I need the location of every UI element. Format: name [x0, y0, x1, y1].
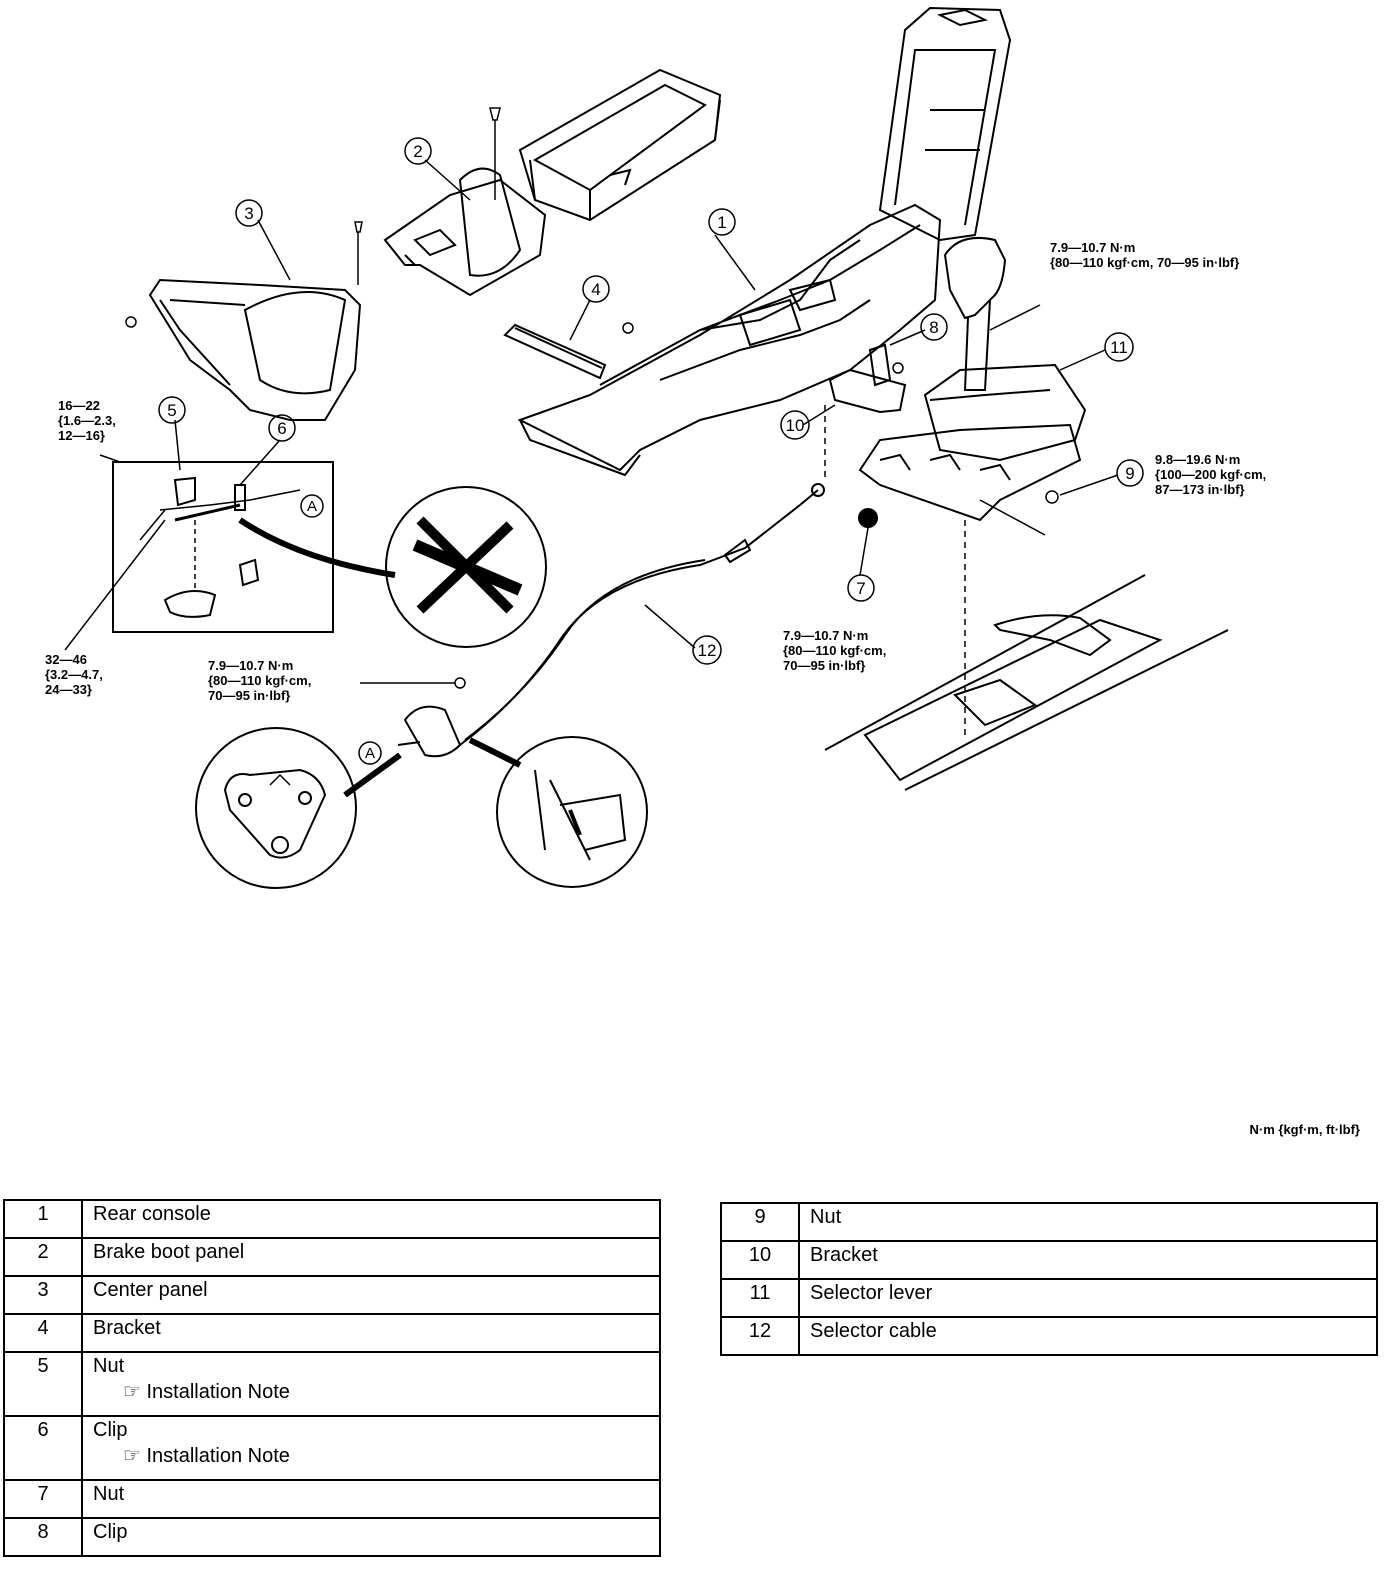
torque-cable-bolt: 7.9—10.7 N·m {80—110 kgf·cm, 70—95 in·lb…	[208, 658, 312, 703]
leader-lines	[174, 159, 1119, 649]
pointing-hand-icon: ☞	[123, 1445, 147, 1467]
bracket-4-part	[503, 322, 634, 380]
marker-a-cable: A	[358, 741, 382, 765]
svg-text:A: A	[307, 498, 317, 515]
legend-part-name: Nut	[93, 1355, 125, 1377]
svg-text:4: 4	[591, 280, 600, 299]
bracket-10-part	[824, 343, 907, 480]
svg-text:1: 1	[717, 213, 726, 232]
callout-1: 1	[708, 208, 736, 236]
svg-text:2: 2	[413, 142, 422, 161]
callout-4: 4	[582, 275, 610, 303]
svg-text:3: 3	[244, 204, 253, 223]
callout-11: 11	[1104, 332, 1134, 362]
center-panel-part	[125, 221, 363, 421]
svg-text:7: 7	[856, 579, 865, 598]
svg-text:A: A	[365, 745, 375, 762]
nut-9-part	[1045, 490, 1059, 504]
legend-row: 5 Nut ☞ Installation Note	[3, 1351, 661, 1417]
callout-5: 5	[158, 396, 186, 424]
floor-panel-part	[824, 574, 1229, 791]
callout-2: 2	[404, 137, 432, 165]
selector-cable-part	[360, 483, 825, 758]
torque-shift-knob: 7.9—10.7 N·m {80—110 kgf·cm, 70—95 in·lb…	[1050, 240, 1240, 270]
installation-note-link[interactable]: ☞ Installation Note	[123, 1445, 290, 1467]
marker-a-detail: A	[300, 494, 324, 518]
torque-units-label: N·m {kgf·m, ft·lbf}	[1249, 1122, 1361, 1137]
installation-note-link[interactable]: ☞ Installation Note	[123, 1381, 290, 1403]
svg-text:12: 12	[698, 641, 717, 660]
callout-9: 9	[1116, 459, 1144, 487]
torque-nut-5: 16—22 {1.6—2.3, 12—16}	[58, 398, 116, 443]
legend-part-name: Clip	[93, 1419, 128, 1441]
storage-tray-part	[518, 68, 722, 222]
svg-text:9: 9	[1125, 464, 1134, 483]
selector-lever-part	[858, 236, 1087, 740]
callout-7: 7	[847, 574, 875, 602]
exploded-view-diagram: 1 2 3 4 5 6 7 8 9 10 11 12 A A	[64, 6, 1229, 889]
svg-text:6: 6	[277, 419, 286, 438]
legend-row: 6 Clip ☞ Installation Note	[3, 1415, 661, 1481]
brake-boot-panel-part	[383, 107, 547, 297]
svg-text:11: 11	[1110, 338, 1128, 357]
callout-8: 8	[920, 313, 948, 341]
rear-console-part	[517, 6, 1012, 477]
detail-box-a	[64, 454, 334, 651]
callout-3: 3	[235, 199, 263, 227]
callout-6: 6	[268, 414, 296, 442]
callout-12: 12	[692, 635, 722, 665]
svg-text:8: 8	[929, 318, 938, 337]
pointing-hand-icon: ☞	[123, 1381, 147, 1403]
svg-text:10: 10	[786, 416, 805, 435]
incorrect-installation-detail	[238, 486, 547, 648]
torque-nut-32: 32—46 {3.2—4.7, 24—33}	[45, 652, 103, 697]
cable-mount-detail	[195, 727, 402, 889]
callout-10: 10	[780, 410, 810, 440]
torque-selector-nut: 9.8—19.6 N·m {100—200 kgf·cm, 87—173 in·…	[1155, 452, 1267, 497]
cable-clip-detail	[468, 736, 648, 888]
nut-7-part	[858, 508, 878, 528]
torque-bracket-nut: 7.9—10.7 N·m {80—110 kgf·cm, 70—95 in·lb…	[783, 628, 887, 673]
svg-text:5: 5	[167, 401, 176, 420]
